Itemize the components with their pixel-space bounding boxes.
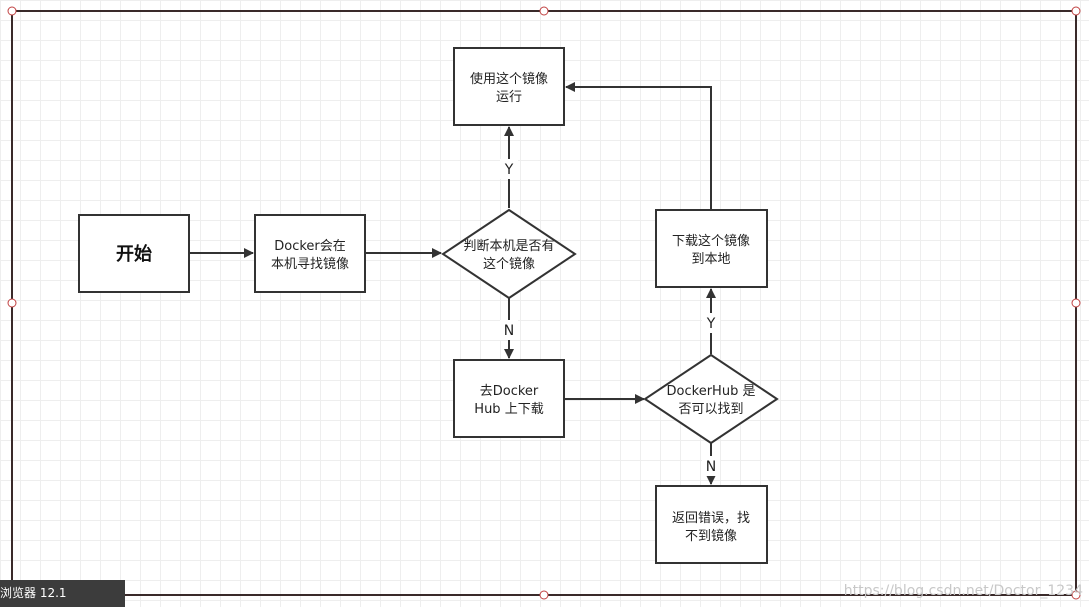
check-local-label-1: 判断本机是否有 — [463, 239, 554, 254]
run-image-label-2: 运行 — [496, 90, 522, 105]
search-local-label-1: Docker会在 — [274, 239, 346, 254]
node-check-local[interactable] — [441, 208, 577, 300]
search-local-label-2: 本机寻找镜像 — [271, 257, 349, 272]
start-label: 开始 — [116, 243, 152, 265]
resize-handle-top-right[interactable] — [1071, 6, 1081, 16]
download-local-label-1: 下载这个镜像 — [672, 233, 750, 249]
resize-handle-top[interactable] — [539, 6, 549, 16]
node-error[interactable] — [655, 485, 768, 564]
download-hub-label-2: Hub 上下载 — [474, 402, 543, 417]
check-hub-label-1: DockerHub 是 — [667, 384, 756, 399]
download-local-label-2: 到本地 — [691, 252, 730, 267]
resize-handle-bottom[interactable] — [539, 590, 549, 600]
check-hub-label-2: 否可以找到 — [678, 402, 743, 417]
node-search-local[interactable] — [254, 214, 366, 293]
watermark-text: https://blog.csdn.net/Doctor_1234 — [843, 583, 1083, 599]
run-image-label-1: 使用这个镜像 — [470, 71, 548, 87]
node-check-hub[interactable] — [643, 353, 779, 445]
edge-label-local-no: N — [504, 323, 514, 339]
download-hub-label-1: 去Docker — [480, 384, 539, 399]
check-local-label-2: 这个镜像 — [483, 256, 535, 272]
node-start[interactable] — [78, 214, 190, 293]
resize-handle-top-left[interactable] — [7, 6, 17, 16]
error-label-2: 不到镜像 — [685, 529, 737, 544]
node-download-hub[interactable] — [453, 359, 565, 438]
edge-label-hub-no: N — [706, 459, 716, 475]
taskbar-label: 浏览器 12.1 — [0, 586, 67, 600]
node-download-local[interactable] — [655, 209, 768, 288]
node-run-image[interactable] — [453, 47, 565, 126]
edge-local-to-run[interactable] — [565, 82, 712, 209]
resize-handle-right[interactable] — [1071, 298, 1081, 308]
resize-handle-bottom-right[interactable] — [1071, 590, 1081, 600]
resize-handle-left[interactable] — [7, 298, 17, 308]
edge-label-hub-yes: Y — [706, 316, 716, 332]
error-label-1: 返回错误，找 — [672, 511, 750, 526]
edge-label-local-yes: Y — [504, 162, 514, 178]
taskbar-app-button[interactable]: 浏览器 12.1 — [0, 580, 125, 607]
